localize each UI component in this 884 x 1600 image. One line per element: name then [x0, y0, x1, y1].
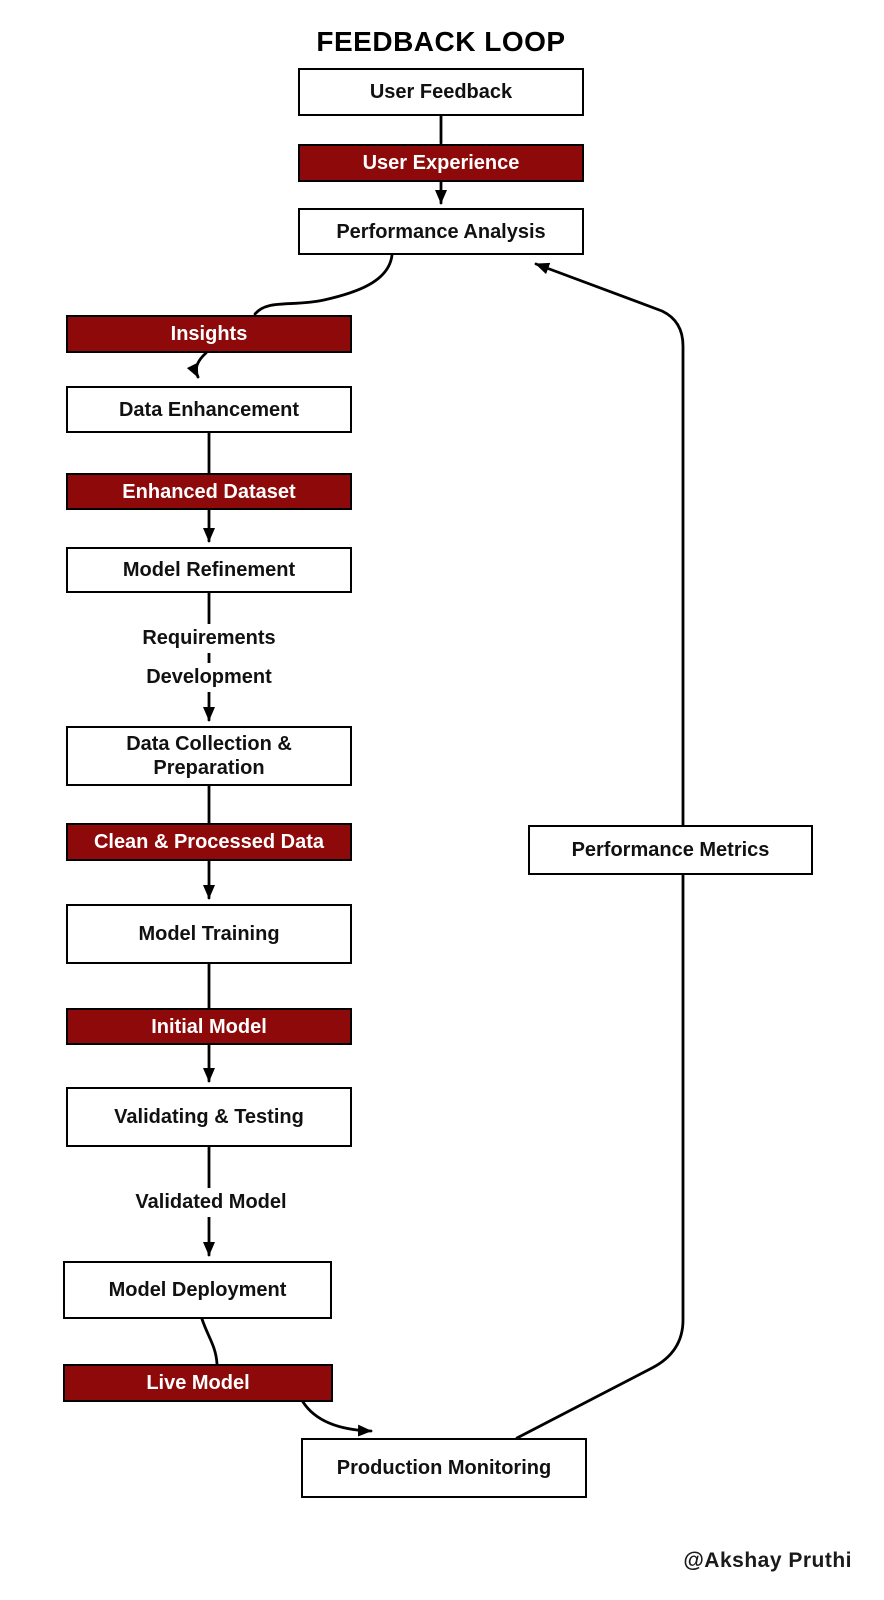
node-initial-model: Initial Model [66, 1008, 352, 1045]
node-performance-metrics: Performance Metrics [528, 825, 813, 875]
edge-insights-to-data-enhancement [186, 351, 208, 379]
author-credit: @Akshay Pruthi [683, 1549, 852, 1572]
node-data-collection-preparation: Data Collection & Preparation [66, 726, 352, 786]
edge-label-development: Development [139, 663, 279, 692]
edge-label-requirements: Requirements [135, 624, 283, 653]
node-model-deployment: Model Deployment [63, 1261, 332, 1319]
node-production-monitoring: Production Monitoring [301, 1438, 587, 1498]
node-enhanced-dataset: Enhanced Dataset [66, 473, 352, 510]
edge-model-deployment-to-live-model [200, 1317, 219, 1366]
edge-live-model-to-production-monitoring [301, 1400, 373, 1437]
edge-label-validated-model: Validated Model [128, 1188, 294, 1217]
node-model-refinement: Model Refinement [66, 547, 352, 593]
node-user-experience: User Experience [298, 144, 584, 182]
node-performance-analysis: Performance Analysis [298, 208, 584, 255]
node-clean-processed-data: Clean & Processed Data [66, 823, 352, 861]
node-data-enhancement: Data Enhancement [66, 386, 352, 433]
node-live-model: Live Model [63, 1364, 333, 1402]
edge-performance-analysis-to-insights [253, 253, 394, 316]
node-user-feedback: User Feedback [298, 68, 584, 116]
diagram-title: FEEDBACK LOOP [316, 26, 566, 57]
node-insights: Insights [66, 315, 352, 353]
node-model-training: Model Training [66, 904, 352, 964]
node-validating-testing: Validating & Testing [66, 1087, 352, 1147]
